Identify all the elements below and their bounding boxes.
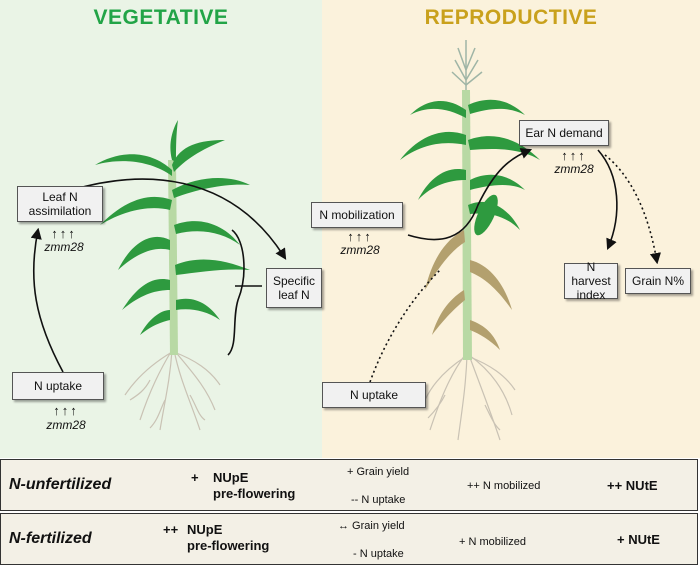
diagram-graphics xyxy=(30,40,661,441)
n-mobilization-box: N mobilization xyxy=(311,202,403,228)
rep-mobilization-up-arrows: ↑↑↑ xyxy=(347,229,373,244)
ear-n-demand-box: Ear N demand xyxy=(519,120,609,146)
nupe-label: NUpE xyxy=(187,522,223,537)
veg-assimilation-up-arrows: ↑↑↑ xyxy=(51,226,77,241)
arrow-uptake-to-assimilation xyxy=(30,227,64,373)
vegetative-roots-icon xyxy=(124,349,221,431)
nute: ++ NUtE xyxy=(607,478,658,493)
grain-yield: + Grain yield xyxy=(347,466,410,478)
reproductive-maize-plant-icon xyxy=(400,40,540,441)
rep-ear-gene: zmm28 xyxy=(554,162,594,176)
bracket-specific-leaf-n xyxy=(227,229,245,356)
veg-uptake-up-arrows: ↑↑↑ xyxy=(53,403,79,418)
condition-label: N-unfertilized xyxy=(9,476,112,493)
nupe-sub: pre-flowering xyxy=(187,538,270,553)
table-row-n-fertilized: N-fertilized ++ NUpE pre-flowering ↔ Gra… xyxy=(0,513,698,565)
vegetative-maize-plant-icon xyxy=(95,120,250,431)
nupe-sign: + xyxy=(191,470,199,485)
rep-n-uptake-box: N uptake xyxy=(322,382,426,408)
leaf-n-assimilation-box: Leaf N assimilation xyxy=(17,186,103,222)
grain-yield: ↔ Grain yield xyxy=(338,520,405,532)
ear-icon xyxy=(474,194,498,236)
grain-n-pct-box: Grain N% xyxy=(625,268,691,294)
veg-assimilation-gene: zmm28 xyxy=(44,240,84,254)
reproductive-heading: REPRODUCTIVE xyxy=(424,6,598,29)
arrow-assimilation-to-specific-leaf-n xyxy=(71,178,287,260)
nute: + NUtE xyxy=(617,532,660,547)
n-uptake: - N uptake xyxy=(353,548,404,560)
vegetative-heading: VEGETATIVE xyxy=(93,6,229,29)
nupe-label: NUpE xyxy=(213,470,249,485)
veg-uptake-gene: zmm28 xyxy=(46,418,86,432)
tassel-icon xyxy=(451,40,483,90)
reproductive-panel xyxy=(322,0,700,458)
arrow-ear-to-harvest-index xyxy=(597,149,618,251)
arrow-mobilization-to-ear xyxy=(407,148,533,241)
specific-leaf-n-box: Specific leaf N xyxy=(266,268,322,308)
n-mobilized: + N mobilized xyxy=(459,536,526,548)
reproductive-roots-icon xyxy=(424,354,516,441)
nupe-sub: pre-flowering xyxy=(213,486,296,501)
table-row-n-unfertilized: N-unfertilized + NUpE pre-flowering + Gr… xyxy=(0,459,698,511)
n-uptake: -- N uptake xyxy=(351,494,406,506)
veg-n-uptake-box: N uptake xyxy=(12,372,104,400)
n-harvest-index-box: N harvest index xyxy=(564,260,618,302)
nupe-sign: ++ xyxy=(163,522,179,537)
rep-mobilization-gene: zmm28 xyxy=(340,243,380,257)
condition-label: N-fertilized xyxy=(9,530,92,547)
arrow-uptake-dotted xyxy=(369,269,441,383)
rep-ear-up-arrows: ↑↑↑ xyxy=(561,148,587,163)
arrow-ear-to-grain-n xyxy=(604,154,661,265)
n-mobilized: ++ N mobilized xyxy=(467,480,541,492)
